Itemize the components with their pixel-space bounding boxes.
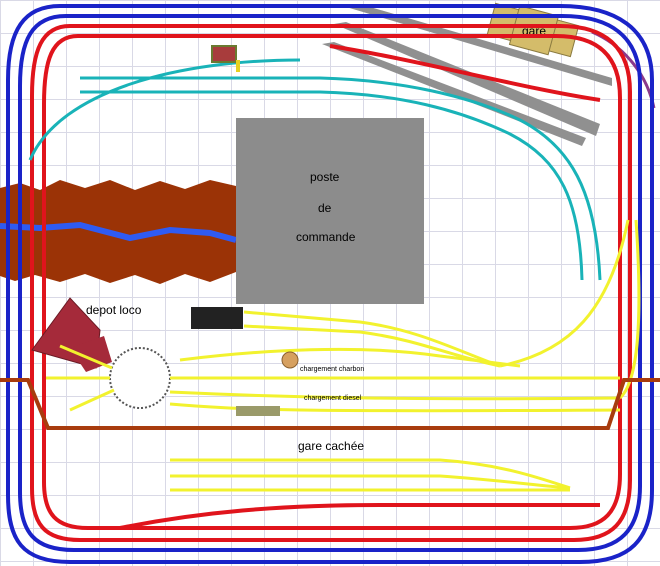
control-label-line2: de [318, 201, 332, 215]
inner-loop-crossover-top [329, 44, 601, 102]
coal-loading-label: chargement charbon [300, 366, 364, 373]
control-label-line1: poste [310, 170, 340, 184]
small-building [211, 45, 237, 63]
outer-loop-track [6, 4, 654, 564]
depot-label: depot loco [86, 303, 142, 317]
coal-loader-icon [281, 351, 299, 369]
branch-track-left-curve [28, 58, 301, 161]
locomotive [191, 307, 243, 329]
outer-loop-track-parallel [18, 14, 642, 552]
inner-loop-track [30, 24, 632, 542]
small-building-signal [236, 60, 240, 72]
hidden-station-label: gare cachée [298, 439, 364, 453]
terrain-edge [0, 378, 660, 430]
hidden-station-tracks [170, 458, 571, 492]
diesel-loading-label: chargement diesel [304, 395, 362, 402]
branch-track-lower [80, 90, 584, 281]
inner-loop-track-parallel [42, 34, 622, 530]
diesel-shed [236, 406, 280, 416]
turntable [109, 347, 171, 409]
station-platform-middle [334, 22, 600, 136]
control-label-line3: commande [296, 230, 356, 244]
branch-track-upper [80, 76, 602, 281]
yard-tracks [46, 219, 641, 413]
river [0, 221, 237, 243]
control-building [236, 118, 424, 304]
inner-loop-crossover-bottom [119, 503, 600, 530]
